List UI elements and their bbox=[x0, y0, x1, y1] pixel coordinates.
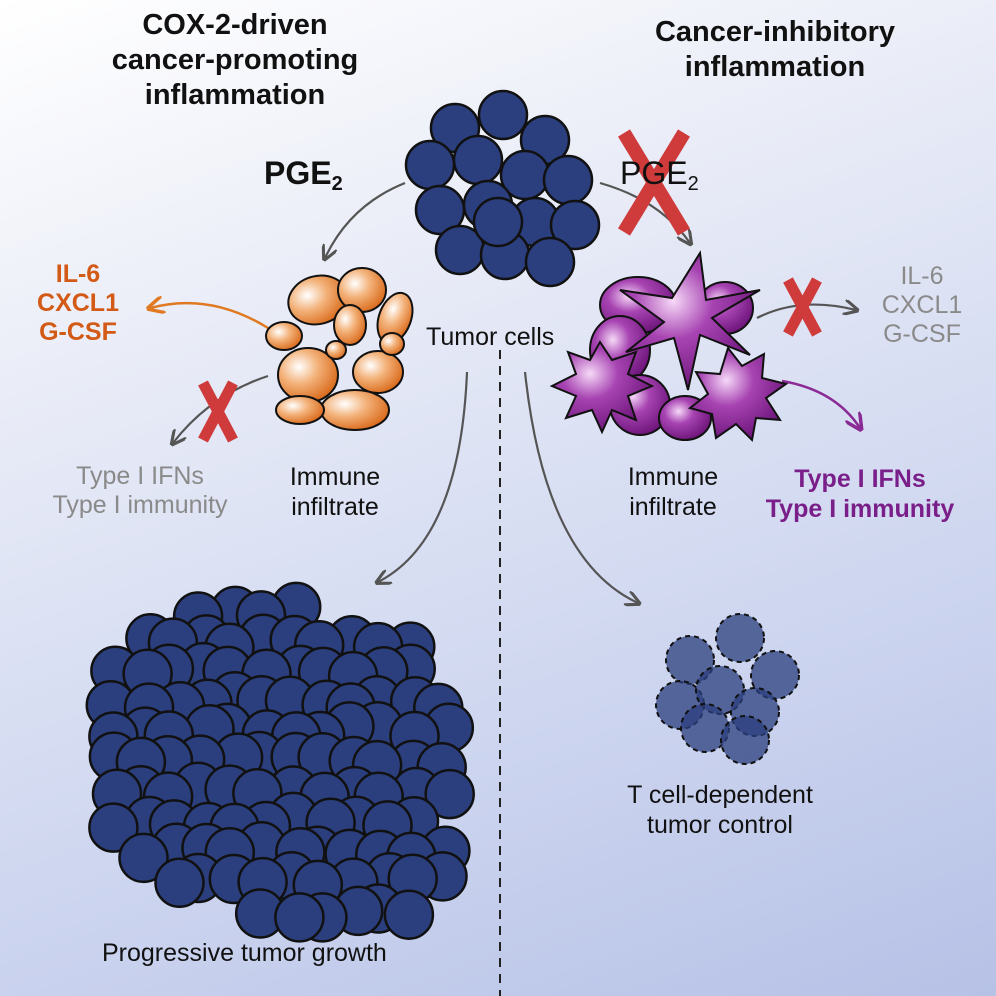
block-x-pge2-icon bbox=[618, 129, 690, 236]
left-cytokine-list: IL-6 CXCL1 G-CSF bbox=[37, 260, 119, 346]
arrow-to-left-infiltrate bbox=[325, 181, 406, 258]
right-panel-title: Cancer-inhibitory inflammation bbox=[654, 16, 896, 83]
left-infiltrate-label: Immune infiltrate bbox=[289, 463, 381, 521]
arrow-to-tumor-control bbox=[523, 371, 638, 603]
block-x-type1-icon bbox=[198, 380, 238, 443]
tumor-cell bbox=[452, 134, 504, 186]
spiky-cell-left bbox=[549, 340, 655, 435]
tumor-cell bbox=[549, 199, 601, 251]
tumor-cell bbox=[274, 892, 325, 943]
arrow-to-right-infiltrate bbox=[599, 181, 690, 243]
left-pge2-label: PGE2 bbox=[264, 155, 343, 195]
left-type1-blocked: Type I IFNs Type I immunity bbox=[52, 462, 228, 519]
tumor-cell bbox=[383, 889, 435, 940]
block-x-cytokines-icon bbox=[783, 277, 822, 337]
right-infiltrate-label: Immune infiltrate bbox=[627, 463, 719, 521]
left-panel-title: COX-2-driven cancer-promoting inflammati… bbox=[111, 9, 359, 111]
tumor-cell bbox=[720, 715, 770, 765]
dendritic-cell-large bbox=[619, 250, 761, 391]
arrow-to-cytokines bbox=[150, 303, 269, 330]
tumor-cell bbox=[715, 613, 765, 663]
regressing-tumor-cluster bbox=[655, 613, 800, 765]
tumor-cell bbox=[472, 196, 524, 248]
progressive-growth-label: Progressive tumor growth bbox=[102, 939, 387, 967]
tumor-cell bbox=[424, 768, 475, 820]
right-cytokine-list-blocked: IL-6 CXCL1 G-CSF bbox=[881, 262, 963, 348]
tumor-cell-cluster bbox=[404, 89, 601, 288]
tumor-cell bbox=[154, 857, 205, 909]
large-tumor-mass bbox=[85, 581, 475, 943]
right-pge2-label: PGE2 bbox=[620, 155, 699, 195]
spiky-cell-right bbox=[687, 345, 789, 443]
orange-immune-infiltrate bbox=[265, 267, 414, 431]
tumor-cells-label: Tumor cells bbox=[426, 323, 555, 351]
right-type1-outputs: Type I IFNs Type I immunity bbox=[765, 465, 955, 523]
arrow-to-type1-immunity bbox=[781, 379, 860, 428]
tumor-cell bbox=[404, 139, 456, 191]
tumor-control-label: T cell-dependent tumor control bbox=[627, 781, 813, 839]
purple-immune-infiltrate bbox=[549, 250, 789, 443]
tumor-cell bbox=[477, 89, 529, 141]
arrow-to-progressive-growth bbox=[378, 371, 469, 582]
tumor-cell bbox=[542, 154, 594, 206]
tumor-cell bbox=[118, 832, 169, 884]
tumor-cell bbox=[524, 236, 576, 288]
tumor-cell bbox=[88, 802, 139, 853]
